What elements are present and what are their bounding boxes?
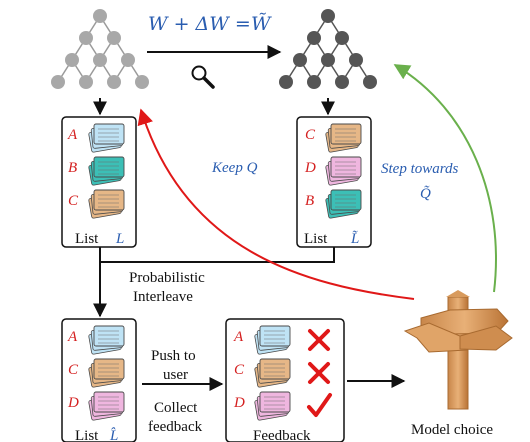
list-lhat-items: A C D [67, 325, 125, 421]
cross-icon [308, 329, 330, 351]
collect-line2: feedback [148, 419, 203, 435]
list-item-letter: A [67, 127, 78, 143]
feedback-label: Feedback [253, 428, 311, 442]
tree-node [107, 75, 121, 89]
list-ltilde-items: C D B [304, 123, 362, 219]
equation-lhs: W + ΔW = [148, 13, 251, 35]
step-towards-label: Step towards [381, 161, 459, 177]
list-item-letter: D [67, 395, 79, 411]
tree-node [349, 53, 363, 67]
collect-line1: Collect [154, 400, 198, 416]
list-item-letter: C [234, 362, 245, 378]
document-icon [88, 358, 125, 388]
interleave-connector [99, 247, 335, 263]
document-icon [325, 123, 362, 153]
keep-q-arrow [137, 108, 415, 300]
list-l-label: List [75, 231, 99, 247]
tree-node [363, 75, 377, 89]
document-icon [88, 325, 125, 355]
push-line1: Push to [151, 348, 196, 364]
tree-right [279, 9, 377, 89]
tree-node [79, 31, 93, 45]
list-lhat-label: List [75, 428, 99, 442]
equation-rhs: W̃ [251, 13, 272, 35]
list-item-letter: C [68, 362, 79, 378]
list-lhat-symbol: L̂ [109, 428, 118, 442]
document-icon [325, 189, 362, 219]
document-icon [254, 391, 291, 421]
tree-left [51, 9, 149, 89]
tree-node [93, 53, 107, 67]
signpost-icon [403, 290, 513, 410]
document-icon [325, 156, 362, 186]
list-item-letter: A [67, 329, 78, 345]
tree-node [51, 75, 65, 89]
list-item-letter: B [68, 160, 77, 176]
list-ltilde-label: List [304, 231, 328, 247]
checkmark-icon [307, 393, 332, 417]
tree-node [293, 53, 307, 67]
list-item-letter: B [305, 193, 314, 209]
list-item-letter: C [68, 193, 79, 209]
interleave-line1: Probabilistic [129, 270, 205, 286]
list-item-letter: D [304, 160, 316, 176]
cross-icon [308, 362, 330, 384]
list-ltilde-symbol: L̃ [350, 231, 359, 247]
tree-node [135, 75, 149, 89]
step-towards-q-label: Q̃ [420, 185, 431, 202]
document-icon [88, 123, 125, 153]
step-towards-arrow [393, 64, 497, 293]
tree-node [321, 53, 335, 67]
tree-node [307, 75, 321, 89]
interleave-line2: Interleave [133, 289, 193, 305]
magnifier-icon [191, 65, 215, 89]
list-item-letter: C [305, 127, 316, 143]
tree-node [307, 31, 321, 45]
document-icon [88, 391, 125, 421]
push-line2: user [163, 367, 188, 383]
tree-node [279, 75, 293, 89]
keep-q-label: Keep Q [211, 160, 258, 176]
list-item-letter: D [233, 395, 245, 411]
tree-node [65, 53, 79, 67]
tree-node [93, 9, 107, 23]
list-item-letter: A [233, 329, 244, 345]
list-l-items: A B C [67, 123, 125, 219]
tree-node [79, 75, 93, 89]
feedback-items: A C D [233, 325, 332, 421]
tree-node [121, 53, 135, 67]
tree-node [335, 75, 349, 89]
list-l-symbol: L [115, 231, 124, 247]
document-icon [88, 189, 125, 219]
tree-node [321, 9, 335, 23]
tree-node [107, 31, 121, 45]
model-choice-label: Model choice [411, 422, 493, 438]
document-icon [254, 358, 291, 388]
document-icon [88, 156, 125, 186]
tree-node [335, 31, 349, 45]
document-icon [254, 325, 291, 355]
